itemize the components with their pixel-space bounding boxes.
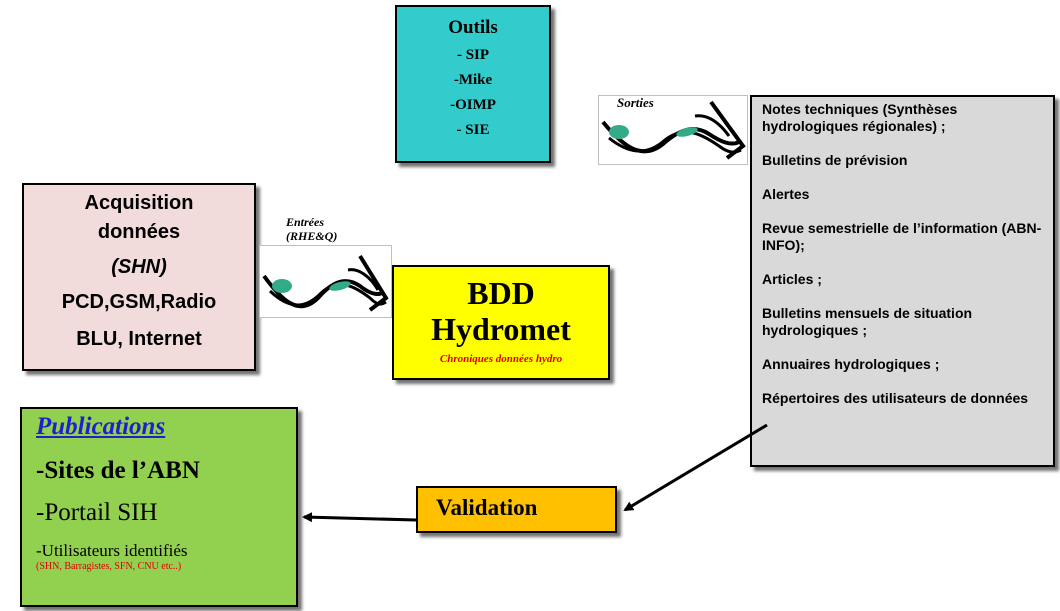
sorties-item-revue: Revue semestrielle de l’information (ABN… bbox=[762, 220, 1042, 253]
acquisition-line-5: BLU, Internet bbox=[76, 328, 202, 350]
entrees-label: Entrées (RHE&Q) bbox=[286, 215, 338, 243]
sorties-item-bulletins-prevision: Bulletins de prévision bbox=[762, 152, 908, 168]
validation-label: Validation bbox=[436, 495, 538, 520]
publications-item-sites: -Sites de l’ABN bbox=[36, 457, 200, 484]
arrow-validation-to-publications bbox=[302, 512, 417, 523]
acquisition-box: Acquisition données (SHN) PCD,GSM,Radio … bbox=[22, 183, 256, 371]
sorties-label: Sorties bbox=[617, 95, 654, 110]
arrow-sorties-to-validation bbox=[623, 423, 768, 512]
bdd-hydromet-box: BDD Hydromet Chroniques données hydro bbox=[392, 265, 610, 380]
acquisition-line-2: données bbox=[97, 221, 181, 243]
acquisition-line-3: (SHN) bbox=[111, 256, 167, 278]
acquisition-line-4: PCD,GSM,Radio bbox=[61, 291, 217, 313]
outils-title: Outils bbox=[448, 17, 498, 38]
publications-item-note: (SHN, Barragistes, SFN, CNU etc..) bbox=[36, 561, 182, 572]
publications-item-portail: -Portail SIH bbox=[36, 499, 158, 526]
outils-item-mike: -Mike bbox=[453, 72, 493, 88]
acquisition-line-1: Acquisition bbox=[84, 192, 194, 214]
bdd-title-line-2: Hydromet bbox=[431, 311, 571, 347]
publications-item-utilisateurs: -Utilisateurs identifiés bbox=[36, 541, 188, 560]
outils-item-oimp: -OIMP bbox=[450, 97, 496, 113]
sorties-item-alertes: Alertes bbox=[762, 186, 810, 202]
bdd-title-line-1: BDD bbox=[467, 275, 535, 311]
sorties-item-annuaires: Annuaires hydrologiques ; bbox=[762, 356, 940, 372]
river-icon bbox=[262, 254, 389, 312]
river-icon bbox=[601, 100, 746, 160]
sorties-box: Notes techniques (Synthèses hydrologique… bbox=[750, 95, 1055, 467]
entrees-flow-image bbox=[259, 245, 392, 318]
sorties-item-repertoires: Répertoires des utilisateurs de données bbox=[762, 390, 1029, 406]
sorties-item-articles: Articles ; bbox=[762, 271, 822, 287]
sorties-item-notes: Notes techniques (Synthèses hydrologique… bbox=[762, 101, 958, 134]
bdd-subtitle: Chroniques données hydro bbox=[439, 353, 563, 365]
outils-box: Outils - SIP -Mike -OIMP - SIE bbox=[395, 5, 551, 163]
sorties-item-bulletins-mensuels: Bulletins mensuels de situation hydrolog… bbox=[762, 305, 973, 338]
outils-item-sip: - SIP bbox=[456, 47, 490, 63]
publications-box: Publications -Sites de l’ABN -Portail SI… bbox=[20, 407, 298, 607]
outils-item-sie: - SIE bbox=[456, 122, 490, 138]
publications-title: Publications bbox=[36, 413, 166, 440]
sorties-flow-image bbox=[598, 95, 748, 165]
validation-box: Validation bbox=[416, 486, 617, 533]
